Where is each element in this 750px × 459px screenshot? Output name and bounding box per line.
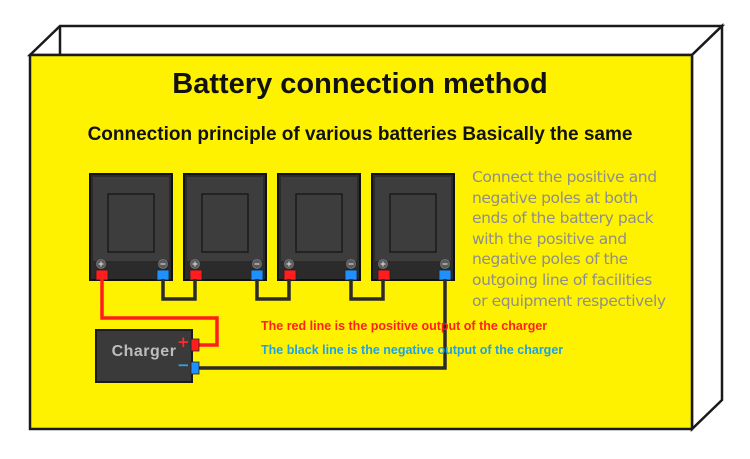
- charger-label: Charger: [111, 343, 177, 360]
- battery: [183, 173, 267, 281]
- battery-face: [93, 177, 169, 261]
- red-line-note: The red line is the positive output of t…: [261, 319, 548, 333]
- connection-description: Connect the positive and negative poles …: [472, 167, 676, 311]
- series-link-3: [349, 279, 385, 301]
- battery-label-area: [201, 193, 249, 253]
- battery-face: [281, 177, 357, 261]
- red-positive-wire: [100, 279, 219, 347]
- battery: [277, 173, 361, 281]
- charger-plus-sign: +: [177, 333, 190, 351]
- description-line: with the positive and: [472, 229, 627, 248]
- page-subtitle: Connection principle of various batterie…: [87, 124, 633, 145]
- series-link-1: [161, 279, 197, 301]
- plus-glyph: [380, 261, 386, 267]
- box-top-face: [26, 24, 726, 57]
- negative-terminal: [344, 269, 358, 281]
- charger: [95, 329, 200, 383]
- description-line: negative poles of the: [472, 250, 628, 269]
- battery: [371, 173, 455, 281]
- plus-glyph: [98, 261, 104, 267]
- charger-positive-terminal: [190, 338, 200, 352]
- positive-terminal: [189, 269, 203, 281]
- battery-pack: [89, 173, 455, 281]
- page-title: Battery connection method: [172, 68, 548, 100]
- negative-terminal: [438, 269, 452, 281]
- negative-terminal: [156, 269, 170, 281]
- battery-face: [187, 177, 263, 261]
- description-line: Connect the positive and: [472, 168, 657, 186]
- black-negative-wire: [196, 279, 447, 370]
- positive-terminal: [377, 269, 391, 281]
- description-line: or equipment respectively: [472, 291, 666, 310]
- charger-body: [95, 329, 193, 383]
- description-line: negative poles at both: [472, 188, 638, 207]
- battery-label-area: [389, 193, 437, 253]
- battery-face: [375, 177, 451, 261]
- positive-terminal: [283, 269, 297, 281]
- negative-terminal: [250, 269, 264, 281]
- plus-glyph: [192, 261, 198, 267]
- series-link-2: [255, 279, 291, 301]
- battery-label-area: [295, 193, 343, 253]
- charger-negative-terminal: [190, 361, 200, 375]
- battery: [89, 173, 173, 281]
- battery-label-area: [107, 193, 155, 253]
- description-line: ends of the battery pack: [472, 209, 654, 228]
- box-side-face: [690, 23, 724, 432]
- description-line: outgoing line of facilities: [472, 270, 652, 289]
- positive-terminal: [95, 269, 109, 281]
- black-line-note: The black line is the negative output of…: [261, 343, 564, 357]
- wires: [100, 279, 447, 370]
- plus-glyph: [286, 261, 292, 267]
- charger-minus-sign: −: [177, 356, 190, 374]
